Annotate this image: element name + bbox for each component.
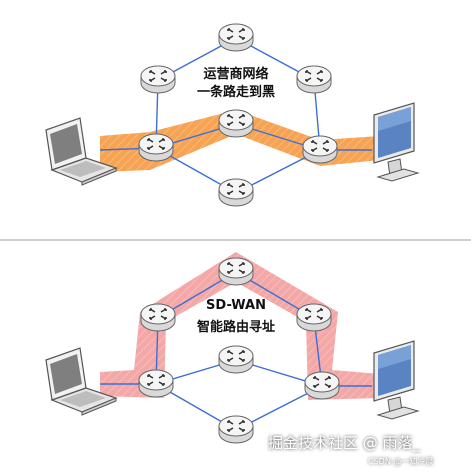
- bottom-label-line1: SD-WAN: [206, 298, 266, 313]
- top-router-icon-upper-right: [296, 65, 332, 94]
- bottom-router-icon-bottom: [218, 415, 254, 444]
- bottom-smart-path-band: [100, 252, 380, 400]
- watermark-juejin: 掘金技术社区 @ 雨落_: [268, 434, 421, 452]
- top-router-icon-bottom: [218, 178, 254, 207]
- top-monitor-icon: [373, 102, 419, 182]
- bottom-router-icon-center: [218, 345, 254, 374]
- top-router-icon-center: [218, 109, 254, 138]
- watermark-csdn: CSDN @一知冷晨: [368, 457, 434, 466]
- top-router-icon-top: [218, 23, 254, 52]
- bottom-router-icon-right: [304, 371, 340, 400]
- bottom-router-icon-upper-left: [140, 303, 176, 332]
- bottom-label-line2: 智能路由寻址: [196, 320, 275, 335]
- bottom-sdwan-network: [45, 252, 419, 444]
- bottom-monitor-icon: [373, 340, 419, 420]
- bottom-router-icon-left: [138, 369, 174, 398]
- bottom-router-icon-top: [218, 257, 254, 286]
- top-operator-network: [45, 23, 419, 207]
- top-router-icon-upper-left: [140, 65, 176, 94]
- top-label-line1: 运营商网络: [203, 67, 269, 82]
- bottom-router-icon-upper-right: [296, 303, 332, 332]
- top-router-icon-right: [302, 135, 338, 164]
- top-label-line2: 一条路走到黑: [196, 85, 275, 100]
- top-router-icon-left: [138, 133, 174, 162]
